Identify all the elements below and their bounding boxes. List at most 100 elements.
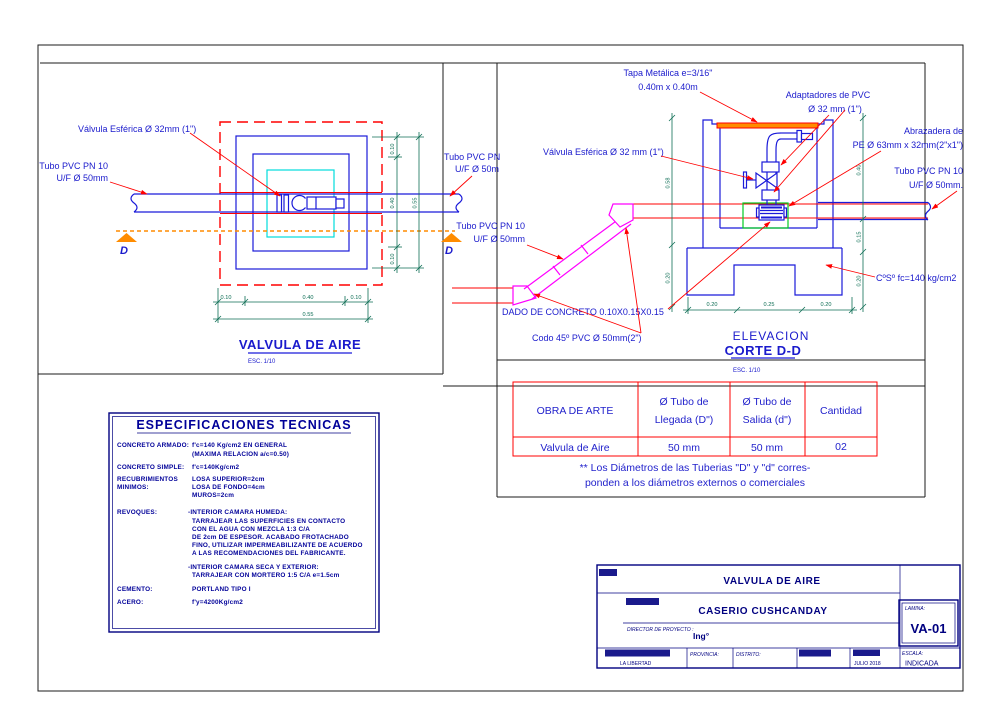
plan-inner-wall	[252, 153, 350, 252]
lamina-label: LAMINA:	[905, 606, 926, 612]
elbow-top	[775, 138, 782, 151]
dim-label: 0.25	[764, 302, 775, 308]
corte-scale: ESC. 1/10	[733, 368, 761, 374]
plan-scale: ESC. 1/10	[248, 359, 276, 365]
dim-label: 0.10	[390, 254, 396, 265]
plan-pipe	[130, 192, 463, 214]
leader-line	[788, 150, 882, 207]
dim-label: 0.10	[221, 295, 232, 301]
spec-label: RECUBRIMIENTOS	[117, 476, 178, 483]
sheet-frame	[37, 44, 964, 692]
saddle-nub	[755, 207, 760, 218]
leader-line	[699, 91, 758, 123]
spec-label: CEMENTO:	[117, 586, 153, 593]
sheet-border	[37, 44, 964, 692]
clamp-label-2: PE Ø 63mm x 32mm(2"x1")	[853, 140, 963, 150]
table-row-border	[512, 436, 878, 457]
spec-value: CON EL AGUA CON MEZCLA 1:3 C/A	[192, 526, 310, 533]
spec-value: (MAXIMA RELACION a/c=0.50)	[192, 451, 289, 458]
valve-fitting	[276, 194, 283, 213]
section-arrow-right	[441, 233, 462, 242]
specs-title: ESPECIFICACIONES TECNICAS	[136, 418, 351, 432]
incoming-pipe	[452, 203, 634, 306]
elev-pipe-right-label-1: Tubo PVC PN 10	[894, 166, 963, 176]
department-value: LA LIBERTAD	[620, 661, 652, 667]
chamber-right-wall	[816, 119, 834, 248]
dim-label: 0.15	[857, 232, 863, 243]
cover-label-1: Tapa Metálica e=3/16"	[623, 68, 712, 78]
leader-line	[773, 109, 846, 193]
plan-pipe-right-label-2: U/F Ø 50m	[455, 164, 499, 174]
title-block: VALVULA DE AIRE CASERIO CUSHCANDAY DIREC…	[596, 564, 961, 669]
pvc-adapter-lower	[761, 189, 780, 201]
elbow-label: Codo 45º PVC Ø 50mm(2")	[532, 333, 642, 343]
clamp-label-1: Abrazadera de	[904, 126, 963, 136]
leader-line	[931, 190, 958, 210]
dim-label: 0.20	[857, 276, 863, 287]
dim-label: 0.20	[707, 302, 718, 308]
sheet-title: VALVULA DE AIRE	[723, 576, 820, 587]
plan-title: VALVULA DE AIRE	[239, 337, 361, 352]
section-letter-left: D	[120, 245, 128, 257]
table-header-cell: Ø Tubo de	[659, 396, 708, 408]
spec-label: ACERO:	[117, 599, 143, 606]
table-header-cell: Ø Tubo de	[742, 396, 791, 408]
pipe-break-right	[455, 193, 463, 213]
leader-line	[667, 221, 771, 310]
date-value: JULIO 2018	[854, 661, 881, 667]
pipe-joint-tick	[580, 244, 589, 255]
dim-label: 0.55	[413, 198, 419, 209]
dim-label: 0.20	[666, 273, 672, 284]
spec-value: FINO, UTILIZAR IMPERMEABILIZANTE DE ACUE…	[192, 542, 363, 549]
escala-label: ESCALA:	[902, 651, 924, 657]
plan-section-line: D D	[116, 230, 462, 257]
specifications-box: ESPECIFICACIONES TECNICAS CONCRETO ARMAD…	[108, 412, 380, 633]
elev-pipe-right-label-2: U/F Ø 50mm.	[909, 180, 963, 190]
plan-outer-wall	[235, 135, 368, 270]
table-cell: 02	[835, 441, 847, 453]
redacted-bar	[853, 649, 880, 656]
elevation-dimensions: 0.58 0.20 0.40 0.15 0.20 0.20 0.25 0.20	[666, 113, 867, 314]
spec-label: CONCRETO SIMPLE:	[117, 464, 184, 471]
leader-line	[660, 155, 754, 180]
elev-valve-label: Válvula Esférica Ø 32 mm (1")	[543, 147, 664, 157]
leader-line	[624, 227, 642, 334]
leader-line	[780, 114, 830, 166]
distrito-label: DISTRITO:	[736, 652, 761, 658]
plan-dimensions: 0.10 0.40 0.10 0.55 0.10 0.40 0.10 0.55	[213, 132, 424, 323]
spec-value: TARRAJEAR LAS SUPERFICIES EN CONTACTO	[192, 518, 345, 525]
redacted-bar	[799, 649, 831, 657]
plan-pipe-left-label-2: U/F Ø 50mm	[56, 173, 108, 183]
leader-line	[526, 244, 564, 260]
redacted-bar	[599, 569, 617, 576]
spec-label: REVOQUES:	[117, 509, 157, 516]
valve-body-left	[755, 171, 768, 190]
air-valve-assembly	[742, 129, 814, 205]
dim-label: 0.40	[303, 295, 314, 301]
spec-value: LOSA SUPERIOR=2cm	[192, 476, 265, 483]
table-cell: Valvula de Aire	[540, 442, 609, 454]
table-header-cell: Cantidad	[820, 405, 862, 417]
pipe-break-left	[130, 193, 138, 213]
adapters-label-2: Ø 32 mm (1")	[808, 104, 862, 114]
dim-label: 0.40	[857, 165, 863, 176]
spec-value: A LAS RECOMENDACIONES DEL FABRICANTE.	[192, 550, 346, 557]
valve-fitting	[283, 194, 290, 213]
escala-value: INDICADA	[905, 661, 939, 668]
valve-end-cap	[335, 198, 345, 209]
section-arrow-left	[116, 233, 137, 242]
plan-pipe-right-label-1: Tubo PVC PN	[444, 152, 500, 162]
redacted-bar	[605, 649, 670, 657]
cover-label-2: 0.40m x 0.40m	[638, 82, 698, 92]
diag-pipe-label-2: U/F Ø 50mm	[473, 234, 525, 244]
dim-label: 0.10	[351, 295, 362, 301]
spec-value: f'c=140Kg/cm2	[192, 464, 240, 471]
project-location: CASERIO CUSHCANDAY	[698, 606, 827, 617]
lamina-box	[898, 599, 959, 647]
diag-pipe-label-1: Tubo PVC PN 10	[456, 221, 525, 231]
valve-handle	[742, 171, 748, 189]
leader-line	[533, 293, 642, 334]
spec-value: PORTLAND TIPO I	[192, 586, 251, 593]
saddle-band	[761, 216, 782, 219]
